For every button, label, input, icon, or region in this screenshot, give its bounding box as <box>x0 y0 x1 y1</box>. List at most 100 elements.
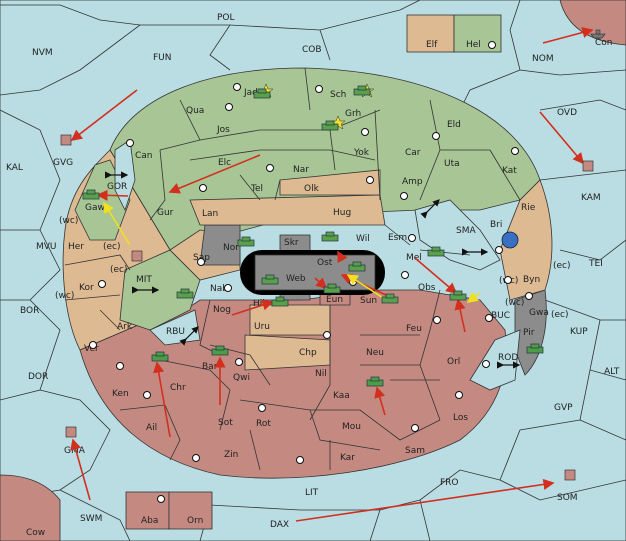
region-con: Con <box>595 38 613 48</box>
region-kor: Kor <box>79 283 94 293</box>
boat-icon <box>582 160 594 172</box>
region-pol: POL <box>217 13 235 23</box>
tank-icon <box>253 88 271 99</box>
region-chp: Chp <box>299 348 317 358</box>
tank-icon <box>353 85 371 96</box>
region-dor: DOR <box>28 372 48 382</box>
tank-icon <box>449 290 467 301</box>
region-ec-1: (ec) <box>103 242 121 252</box>
region-cob: COB <box>302 45 322 55</box>
region-som: SOM <box>557 493 578 503</box>
region-ec-2: (ec) <box>110 265 128 275</box>
region-skr: Skr <box>284 238 299 248</box>
strait-arrows <box>105 171 521 369</box>
region-sch: Sch <box>330 90 346 100</box>
region-elf: Elf <box>426 40 438 50</box>
region-kam: KAM <box>581 193 601 203</box>
boat-icon <box>131 250 143 262</box>
tank-icon <box>151 351 169 362</box>
region-gvg: GVG <box>53 158 73 168</box>
region-eld: Eld <box>447 120 461 130</box>
region-amp: Amp <box>402 177 423 187</box>
region-wc-3: (wc) <box>55 291 74 301</box>
region-gma: GMA <box>64 446 86 456</box>
region-ver: Ver <box>84 344 99 354</box>
tank-icon <box>381 293 399 304</box>
region-gwa: Gwa <box>529 308 549 318</box>
region-pir: Pir <box>523 328 535 338</box>
region-aba: Aba <box>141 516 158 526</box>
region-nom: NOM <box>532 54 554 64</box>
region-neu: Neu <box>366 348 384 358</box>
region-ken: Ken <box>112 389 129 399</box>
order-arrows <box>70 27 594 522</box>
tank-icon <box>526 343 544 354</box>
region-byn: Byn <box>523 275 540 285</box>
region-swm: SWM <box>80 514 102 524</box>
region-gor: GOR <box>107 182 127 192</box>
region-kal: KAL <box>6 163 23 173</box>
region-chr: Chr <box>170 383 186 393</box>
region-ark: Ark <box>117 322 133 332</box>
region-obs: Obs <box>418 283 436 293</box>
region-ec-4: (ec) <box>551 310 569 320</box>
region-nil: Nil <box>315 369 327 379</box>
region-buc: BUC <box>491 311 510 321</box>
region-tel: Tel <box>250 184 263 194</box>
region-fro: FRO <box>440 478 459 488</box>
tank-icon <box>323 283 341 294</box>
region-gur: Gur <box>157 208 174 218</box>
region-olk: Olk <box>304 184 320 194</box>
region-uta: Uta <box>444 159 460 169</box>
region-kar: Kar <box>340 453 355 463</box>
region-sun: Sun <box>360 296 377 306</box>
region-qua: Qua <box>186 106 204 116</box>
region-ovd: OVD <box>557 108 577 118</box>
units <box>60 29 606 481</box>
region-sap: Sap <box>193 253 210 263</box>
region-labels: POL NVM FUN COB NOM Con Elf Hel KAL GVG … <box>6 13 620 538</box>
region-kat: Kat <box>502 166 517 176</box>
fleet-icon <box>501 231 519 249</box>
region-hug: Hug <box>333 208 351 218</box>
boat-icon <box>65 426 77 438</box>
region-hil: Hil <box>253 299 265 309</box>
region-kup: KUP <box>570 327 588 337</box>
region-eun: Eun <box>326 295 343 305</box>
tank-icon <box>176 288 194 299</box>
region-orl: Orl <box>447 357 460 367</box>
region-gaw: Gaw <box>85 203 105 213</box>
region-rod: ROD <box>498 353 518 363</box>
region-zin: Zin <box>224 450 238 460</box>
region-tei: TEI <box>588 259 603 269</box>
region-qwi: Qwi <box>233 373 250 383</box>
region-grh: Grh <box>345 109 361 119</box>
region-mou: Mou <box>342 422 361 432</box>
region-esm: Esm <box>388 233 407 243</box>
region-wc-1: (wc) <box>59 216 78 226</box>
tank-icon <box>237 236 255 247</box>
tank-icon <box>366 376 384 387</box>
tank-icon <box>427 246 445 257</box>
region-rot: Rot <box>256 419 271 429</box>
region-rie: Rie <box>521 203 536 213</box>
region-mvu: MVU <box>36 242 57 252</box>
region-lan: Lan <box>202 209 218 219</box>
region-ail: Ail <box>146 423 157 433</box>
region-jad: Jad <box>243 88 258 98</box>
region-rbu: RBU <box>166 327 185 337</box>
region-dax: DAX <box>270 520 289 530</box>
region-hel: Hel <box>466 40 481 50</box>
tank-icon <box>271 296 289 307</box>
region-alt: ALT <box>604 367 620 377</box>
region-orn: Orn <box>187 516 203 526</box>
region-gvp: GVP <box>554 403 573 413</box>
boat-icon <box>60 134 72 146</box>
region-cow: Cow <box>26 528 45 538</box>
region-feu: Feu <box>406 324 422 334</box>
region-uru: Uru <box>254 322 270 332</box>
tank-icon <box>321 120 339 131</box>
boat-icon <box>590 29 606 39</box>
region-sma: SMA <box>456 226 476 236</box>
